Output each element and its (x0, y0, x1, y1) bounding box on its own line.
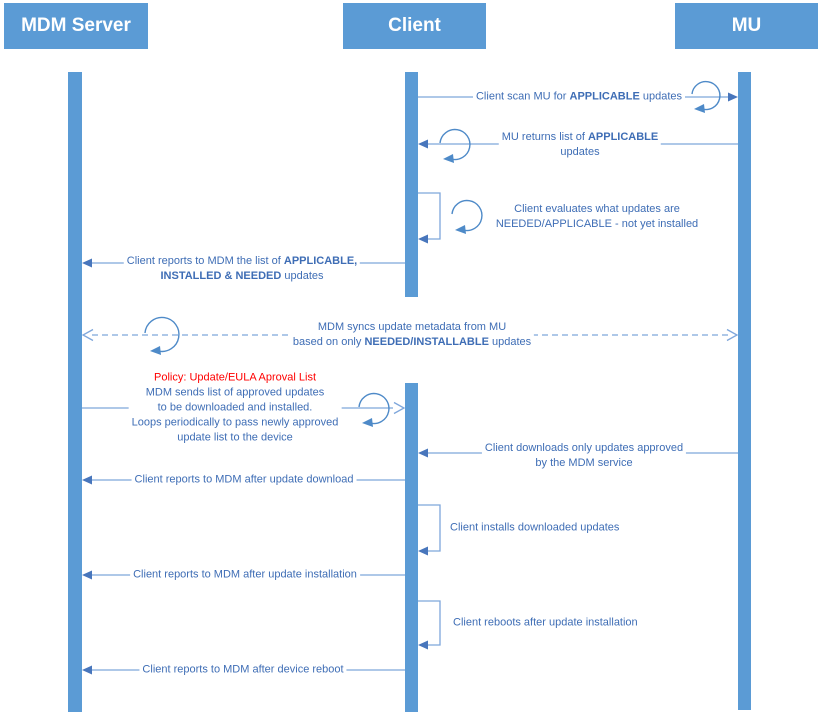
loop-icon-evaluate-arrow (455, 225, 466, 234)
arrowhead-reboot (418, 640, 428, 650)
label-install: Client installs downloaded updates (450, 521, 620, 534)
arrowhead-return-list (418, 139, 428, 149)
loop-icon-sync (144, 316, 180, 353)
actor-header-client: Client (343, 3, 486, 49)
loop-icon-evaluate (451, 199, 483, 232)
actor-header-mdm-server: MDM Server (4, 3, 148, 49)
label-report-installation: Client reports to MDM after update insta… (130, 567, 360, 583)
loop-icon-scan (691, 80, 721, 111)
lifeline-client-activation-1 (405, 72, 418, 297)
arrowhead-report-list (82, 258, 92, 268)
open-arrowhead-sync-left (81, 328, 94, 342)
lifeline-mdm-server (68, 72, 82, 712)
label-reboot: Client reboots after update installation (453, 616, 638, 629)
label-sync-metadata: MDM syncs update metadata from MU based … (289, 320, 535, 350)
label-send-approved: Policy: Update/EULA Aproval List MDM sen… (128, 370, 342, 446)
label-return-list: MU returns list of APPLICABLE updates (498, 130, 662, 160)
arrowhead-scan (728, 92, 738, 102)
arrowhead-download (418, 448, 428, 458)
label-download: Client downloads only updates approved b… (481, 441, 687, 471)
loop-icon-sync-arrow (150, 346, 161, 355)
loop-icon-scan-arrow (694, 104, 705, 113)
arrowhead-report-reboot (82, 665, 92, 675)
self-loop-evaluate (418, 192, 441, 240)
label-report-list: Client reports to MDM the list of APPLIC… (123, 254, 361, 284)
label-report-download: Client reports to MDM after update downl… (131, 472, 357, 488)
loop-icon-send-approved-arrow (362, 418, 373, 427)
open-arrowhead-sync-right (726, 328, 739, 342)
label-report-reboot: Client reports to MDM after device reboo… (139, 662, 347, 678)
arrowhead-evaluate (418, 234, 428, 244)
label-scan: Client scan MU for APPLICABLE updates (472, 89, 686, 105)
actor-header-mu: MU (675, 3, 818, 49)
label-evaluate: Client evaluates what updates are NEEDED… (492, 202, 702, 232)
open-arrowhead-send-approved (393, 401, 406, 415)
self-loop-install (418, 504, 441, 552)
lifeline-client-activation-2 (405, 383, 418, 712)
arrowhead-report-download (82, 475, 92, 485)
loop-icon-return-list (439, 128, 471, 161)
arrowhead-report-installation (82, 570, 92, 580)
loop-icon-send-approved (358, 392, 390, 425)
lifeline-mu (738, 72, 751, 710)
loop-icon-return-list-arrow (443, 154, 454, 163)
policy-note: Policy: Update/EULA Aproval List (153, 371, 317, 384)
arrowhead-install (418, 546, 428, 556)
self-loop-reboot (418, 600, 441, 646)
